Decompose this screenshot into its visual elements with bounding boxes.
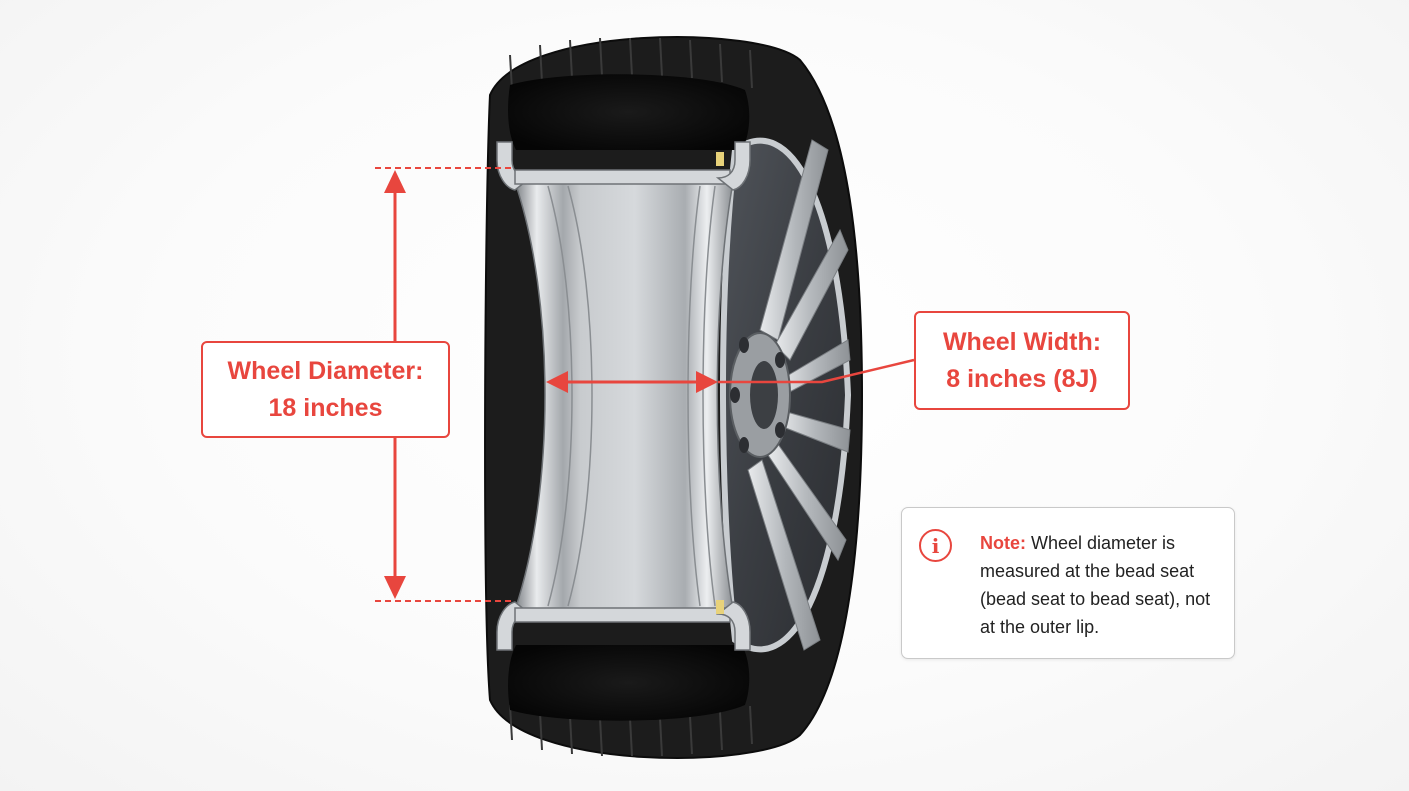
width-arrowhead-left bbox=[546, 371, 568, 393]
note-box: i Note: Wheel diameter is measured at th… bbox=[901, 507, 1235, 659]
diameter-callout: Wheel Diameter: 18 inches bbox=[201, 341, 450, 438]
note-text: Note: Wheel diameter is measured at the … bbox=[980, 529, 1230, 641]
tire-cavity-bottom bbox=[508, 645, 750, 721]
tread-bottom bbox=[509, 704, 753, 757]
wheel-spokes bbox=[747, 139, 851, 651]
note-body: Wheel diameter is measured at the bead s… bbox=[980, 533, 1211, 637]
rim-barrel-grooves bbox=[547, 185, 716, 607]
diameter-value: 18 inches bbox=[268, 393, 383, 422]
tire-cavity-top bbox=[508, 74, 750, 150]
width-label: Wheel Width: bbox=[942, 327, 1102, 356]
width-leader-line bbox=[718, 358, 915, 384]
note-label: Note: bbox=[980, 533, 1026, 553]
rim-barrel bbox=[513, 181, 734, 611]
diameter-label: Wheel Diameter: bbox=[227, 356, 424, 385]
width-value: 8 inches (8J) bbox=[946, 364, 1098, 393]
valve-marker-bottom bbox=[716, 600, 724, 614]
diameter-arrowhead-bottom bbox=[384, 576, 406, 599]
width-arrowhead-right bbox=[696, 371, 718, 393]
lug-holes bbox=[730, 337, 785, 453]
info-icon: i bbox=[919, 529, 952, 562]
center-bore bbox=[750, 361, 778, 429]
tread-top bbox=[509, 37, 753, 91]
diameter-arrowhead-top bbox=[384, 170, 406, 193]
valve-marker bbox=[716, 152, 724, 166]
width-callout: Wheel Width: 8 inches (8J) bbox=[914, 311, 1130, 410]
rim-flange-bottom bbox=[496, 601, 751, 651]
rim-flange-top bbox=[496, 141, 751, 191]
width-measurement bbox=[546, 358, 915, 393]
